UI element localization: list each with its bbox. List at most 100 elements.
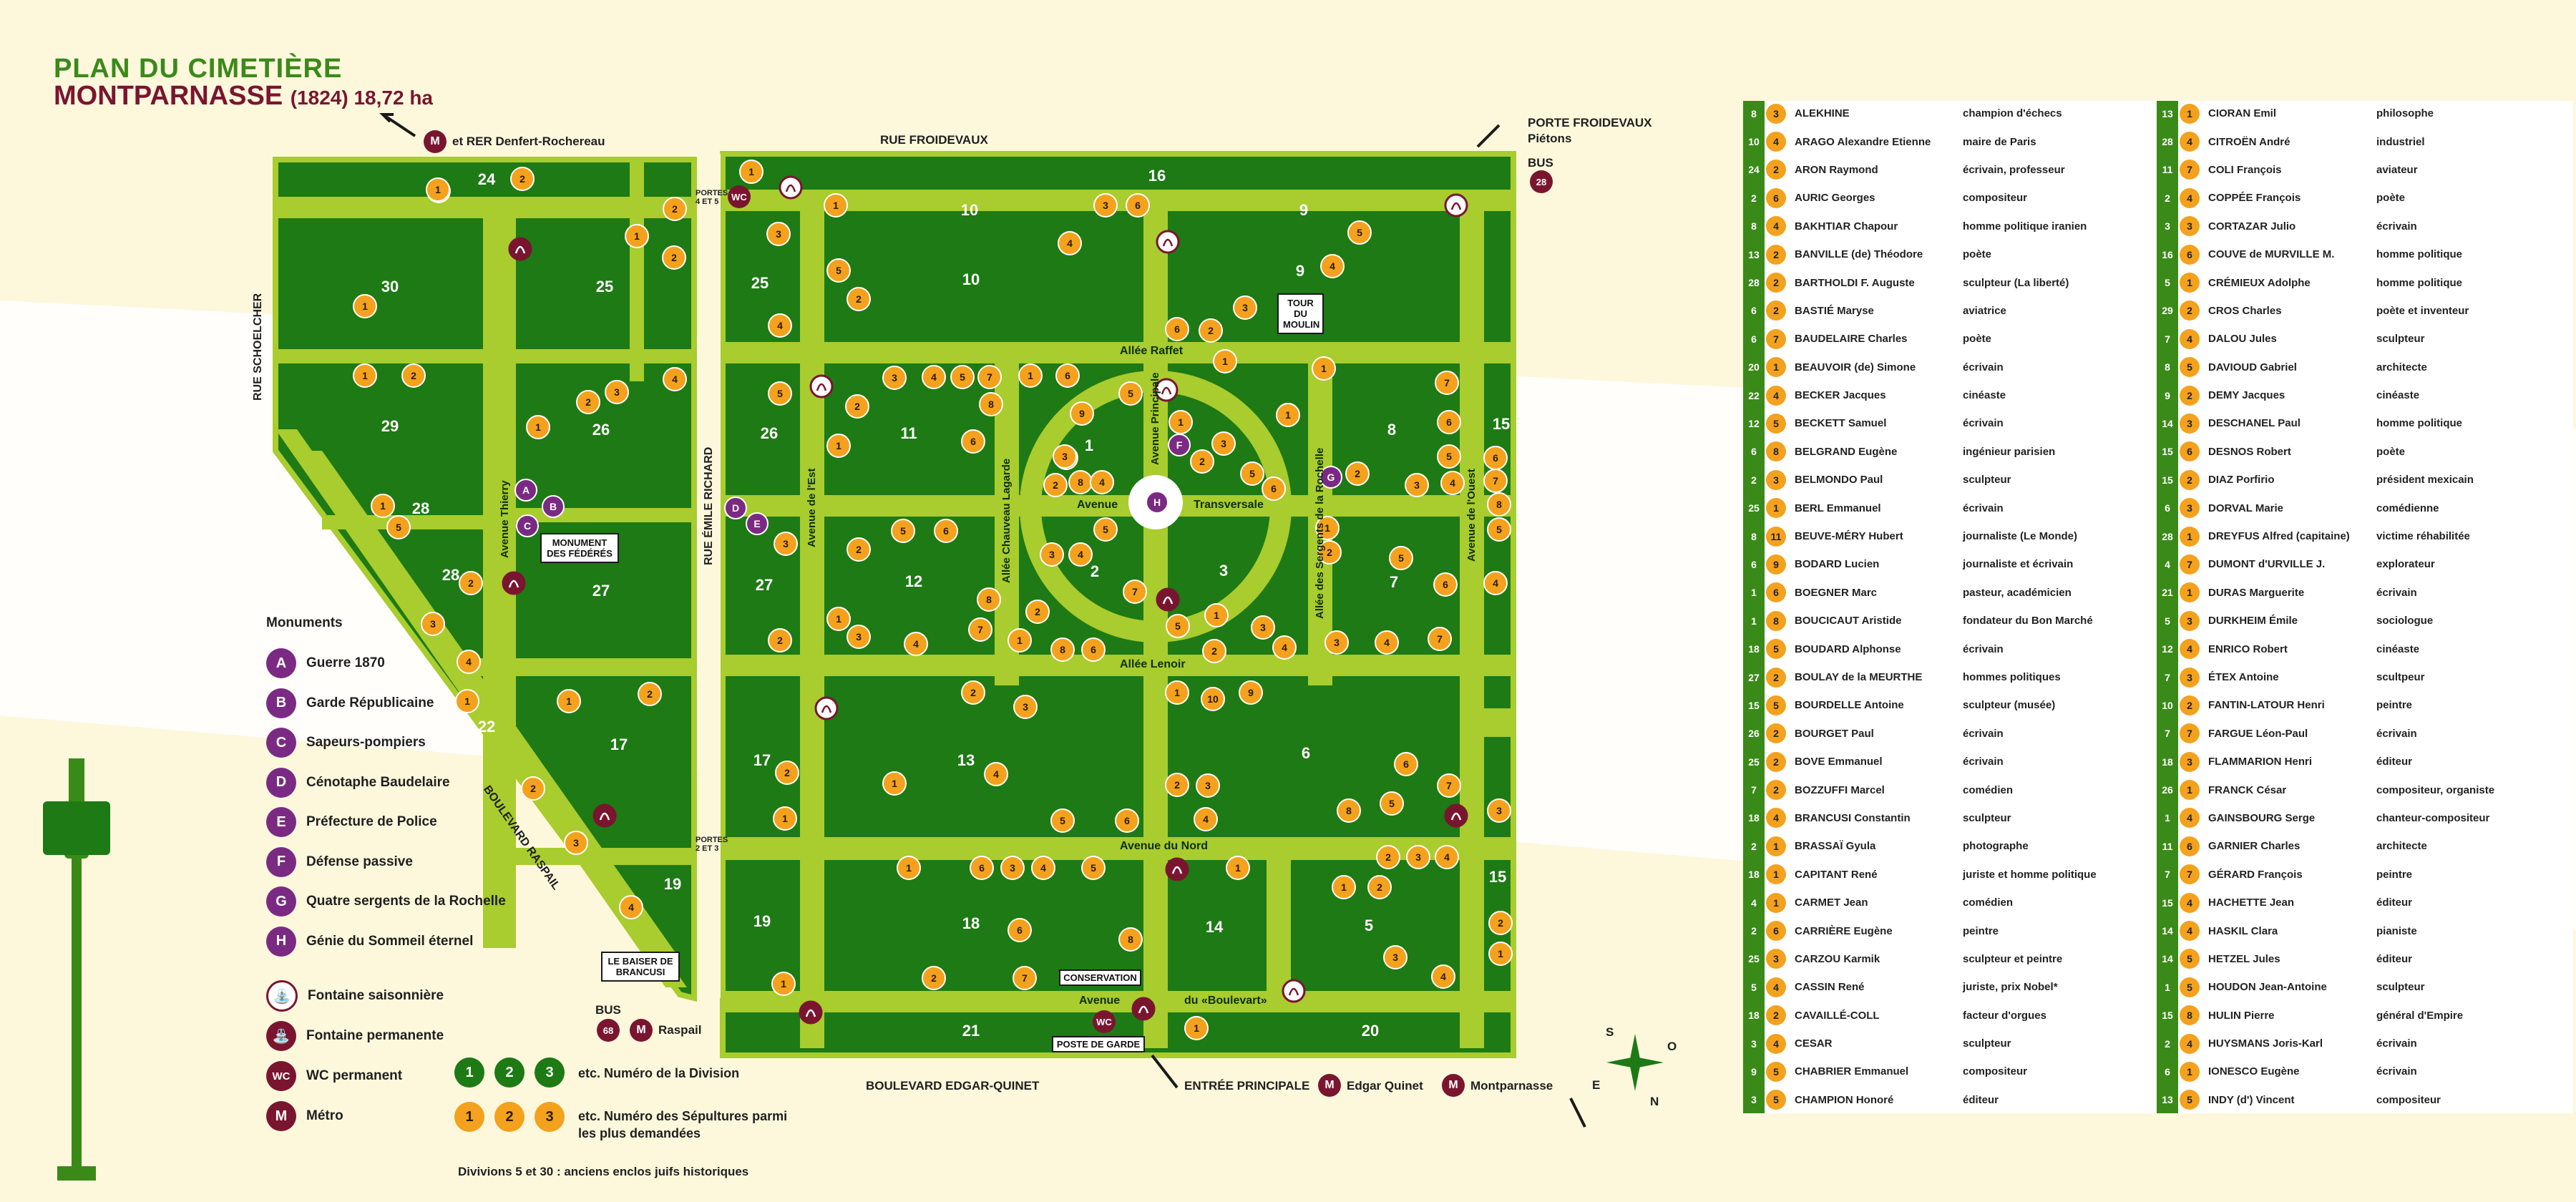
fountain-permanent-icon[interactable]: [1165, 857, 1189, 881]
sepulture-marker[interactable]: 2: [1488, 911, 1513, 935]
sepulture-marker[interactable]: 4: [457, 650, 481, 674]
sepulture-marker[interactable]: 1: [353, 363, 377, 388]
sepulture-marker[interactable]: 6: [1262, 477, 1286, 501]
sepulture-marker[interactable]: 5: [826, 258, 851, 283]
sepulture-marker[interactable]: 5: [768, 381, 792, 406]
wc-icon[interactable]: WC: [728, 185, 751, 208]
sepulture-marker[interactable]: 3: [1233, 295, 1257, 320]
sepulture-marker[interactable]: 4: [1320, 254, 1345, 278]
sepulture-marker[interactable]: 9: [1239, 680, 1263, 705]
sepulture-marker[interactable]: 7: [1435, 371, 1459, 395]
sepulture-marker[interactable]: 4: [1440, 471, 1465, 495]
monument-marker-b[interactable]: B: [542, 495, 565, 518]
sepulture-marker[interactable]: 5: [1118, 381, 1143, 406]
sepulture-marker[interactable]: 10: [1201, 687, 1225, 711]
sepulture-marker[interactable]: 3: [1405, 473, 1429, 497]
sepulture-marker[interactable]: 4: [663, 367, 687, 391]
sepulture-marker[interactable]: 1: [882, 771, 907, 796]
sepulture-marker[interactable]: 3: [1093, 193, 1118, 218]
sepulture-marker[interactable]: 1: [1184, 1016, 1209, 1040]
fountain-seasonal-icon[interactable]: [1444, 193, 1468, 218]
monument-marker-c[interactable]: C: [516, 514, 539, 537]
sepulture-marker[interactable]: 4: [1435, 845, 1459, 869]
sepulture-marker[interactable]: 1: [897, 856, 921, 880]
sepulture-marker[interactable]: 8: [979, 392, 1003, 416]
sepulture-marker[interactable]: 9: [1070, 401, 1094, 426]
sepulture-marker[interactable]: 3: [1251, 615, 1275, 640]
fountain-seasonal-icon[interactable]: [1282, 979, 1306, 1003]
sepulture-marker[interactable]: 1: [1276, 403, 1300, 427]
sepulture-marker[interactable]: 1: [1165, 680, 1189, 705]
sepulture-marker[interactable]: 2: [1376, 845, 1400, 869]
sepulture-marker[interactable]: 1: [824, 193, 848, 218]
sepulture-marker[interactable]: 2: [638, 682, 662, 706]
sepulture-marker[interactable]: 8: [1487, 492, 1511, 517]
sepulture-marker[interactable]: 1: [353, 294, 377, 318]
sepulture-marker[interactable]: 1: [1488, 942, 1513, 966]
sepulture-marker[interactable]: 7: [1483, 469, 1508, 493]
sepulture-marker[interactable]: 3: [1040, 542, 1064, 567]
sepulture-marker[interactable]: 6: [1008, 918, 1032, 942]
sepulture-marker[interactable]: 5: [1240, 461, 1264, 486]
sepulture-marker[interactable]: 3: [1487, 798, 1511, 823]
sepulture-marker[interactable]: 5: [891, 519, 915, 543]
fountain-permanent-icon[interactable]: [502, 571, 526, 595]
sepulture-marker[interactable]: 4: [1483, 571, 1508, 595]
sepulture-marker[interactable]: 7: [968, 617, 992, 642]
sepulture-marker[interactable]: 3: [847, 625, 871, 649]
fountain-permanent-icon[interactable]: [508, 237, 532, 261]
sepulture-marker[interactable]: 5: [1487, 517, 1511, 542]
sepulture-marker[interactable]: 1: [773, 806, 797, 831]
sepulture-marker[interactable]: 2: [1317, 540, 1342, 565]
fountain-permanent-icon[interactable]: [1156, 587, 1180, 612]
sepulture-marker[interactable]: 3: [882, 366, 907, 390]
sepulture-marker[interactable]: 5: [1081, 856, 1106, 880]
sepulture-marker[interactable]: 1: [1008, 628, 1032, 653]
sepulture-marker[interactable]: 7: [1428, 627, 1452, 651]
sepulture-marker[interactable]: 4: [1031, 856, 1055, 880]
sepulture-marker[interactable]: 5: [1389, 546, 1413, 570]
sepulture-marker[interactable]: 6: [1055, 363, 1080, 388]
sepulture-marker[interactable]: 3: [1000, 856, 1025, 880]
sepulture-marker[interactable]: 2: [1165, 773, 1189, 797]
sepulture-marker[interactable]: 1: [1312, 356, 1336, 381]
monument-marker-f[interactable]: F: [1168, 434, 1191, 456]
fountain-permanent-icon[interactable]: [1444, 803, 1468, 828]
sepulture-marker[interactable]: 2: [1190, 449, 1214, 474]
sepulture-marker[interactable]: 3: [1196, 773, 1220, 798]
sepulture-marker[interactable]: 5: [1166, 614, 1190, 638]
wc-icon[interactable]: WC: [1093, 1010, 1116, 1033]
fountain-permanent-icon[interactable]: [1131, 997, 1156, 1021]
monument-marker-a[interactable]: A: [514, 479, 537, 502]
sepulture-marker[interactable]: 4: [768, 313, 792, 338]
sepulture-marker[interactable]: 5: [1380, 791, 1404, 816]
sepulture-marker[interactable]: 6: [1115, 808, 1139, 833]
sepulture-marker[interactable]: 3: [766, 222, 791, 246]
sepulture-marker[interactable]: 4: [984, 762, 1008, 786]
